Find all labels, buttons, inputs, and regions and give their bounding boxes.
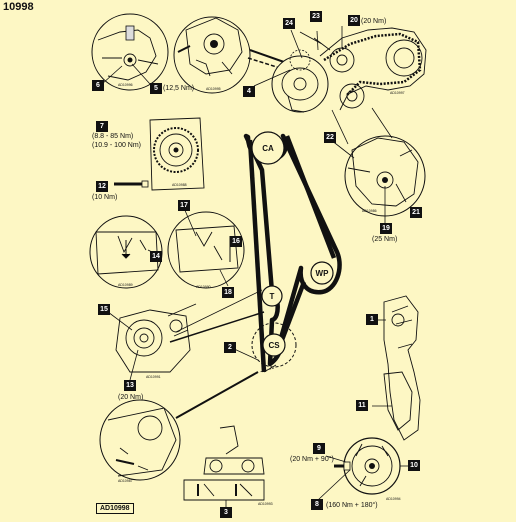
callout-14: 14 bbox=[150, 251, 162, 262]
callout-8: 8 bbox=[311, 499, 323, 510]
inset-crankshaft-area: AD10991 bbox=[115, 303, 197, 379]
spec-20: (20 Nm) bbox=[361, 18, 387, 25]
callout-22: 22 bbox=[324, 132, 336, 143]
timing-cover bbox=[383, 295, 421, 441]
crankshaft-label: CS bbox=[268, 341, 280, 350]
spec-12: (10 Nm) bbox=[92, 194, 118, 201]
inset-alignment-left: AD10989 bbox=[89, 215, 163, 289]
svg-text:AD10990: AD10990 bbox=[196, 285, 211, 289]
callout-18: 18 bbox=[222, 287, 234, 298]
callout-21: 21 bbox=[410, 207, 422, 218]
callout-23: 23 bbox=[310, 11, 322, 22]
tensioner-pulley: T bbox=[261, 285, 283, 307]
inset-locking-tool: AD10993 bbox=[183, 425, 273, 506]
spec-19: (25 Nm) bbox=[372, 236, 398, 243]
svg-text:AD10994: AD10994 bbox=[386, 497, 401, 501]
svg-text:AD10989: AD10989 bbox=[118, 283, 133, 287]
callout-2: 2 bbox=[224, 342, 236, 353]
inset-tensioner-bolt: AD10996 bbox=[91, 13, 169, 91]
camshaft-sprocket-inset: AD10988 bbox=[149, 117, 205, 191]
spec-8: (160 Nm + 180°) bbox=[326, 502, 378, 509]
callout-5: 5 bbox=[150, 83, 162, 94]
callout-7: 7 bbox=[96, 121, 108, 132]
callout-4: 4 bbox=[243, 86, 255, 97]
bolt-12 bbox=[114, 180, 149, 188]
svg-text:AD10993: AD10993 bbox=[258, 502, 273, 506]
camshaft-pulley: CA bbox=[251, 131, 285, 165]
svg-text:AD10986: AD10986 bbox=[362, 209, 377, 213]
water-pump-label: WP bbox=[316, 269, 330, 278]
engine-front-view: AD10997 bbox=[271, 27, 427, 113]
callout-17: 17 bbox=[178, 200, 190, 211]
callout-9: 9 bbox=[313, 443, 325, 454]
callout-13: 13 bbox=[124, 380, 136, 391]
crankshaft-pulley: CS bbox=[251, 322, 297, 373]
callout-6: 6 bbox=[92, 80, 104, 91]
svg-text:AD10988: AD10988 bbox=[172, 183, 187, 187]
svg-text:AD10987: AD10987 bbox=[118, 479, 133, 483]
callout-19: 19 bbox=[380, 223, 392, 234]
spec-13: (20 Nm) bbox=[118, 394, 144, 401]
inset-tensioner-assembly: AD10995 bbox=[173, 16, 251, 94]
inset-crank-sprocket: AD10987 bbox=[99, 399, 181, 483]
figure-id: AD10998 bbox=[96, 503, 134, 514]
camshaft-label: CA bbox=[262, 144, 274, 153]
water-pump-pulley: WP bbox=[310, 261, 334, 285]
callout-3: 3 bbox=[220, 507, 232, 518]
callout-10: 10 bbox=[408, 460, 420, 471]
main-timing-belt bbox=[243, 133, 342, 373]
svg-text:AD10997: AD10997 bbox=[390, 91, 405, 95]
callout-11: 11 bbox=[356, 400, 368, 411]
spec-5: (12,5 Nm) bbox=[163, 85, 195, 92]
document-id: 10998 bbox=[3, 1, 34, 13]
callout-12: 12 bbox=[96, 181, 108, 192]
leader-lines bbox=[101, 26, 407, 381]
spec-9: (20 Nm + 90°) bbox=[290, 456, 334, 463]
callout-16: 16 bbox=[230, 236, 242, 247]
spec-7: (8.8 - 85 Nm) (10.9 - 100 Nm) bbox=[92, 133, 142, 149]
inset-alignment-right: AD10990 bbox=[167, 211, 245, 289]
callout-24: 24 bbox=[283, 18, 295, 29]
svg-text:AD10991: AD10991 bbox=[146, 375, 161, 379]
callout-1: 1 bbox=[366, 314, 378, 325]
crank-pulley: AD10994 bbox=[343, 437, 401, 501]
pulley-bolt bbox=[317, 461, 351, 501]
svg-text:AD10996: AD10996 bbox=[118, 83, 133, 87]
tensioner-label: T bbox=[270, 292, 275, 301]
callout-15: 15 bbox=[98, 304, 110, 315]
callout-20: 20 bbox=[348, 15, 360, 26]
svg-text:AD10995: AD10995 bbox=[206, 87, 221, 91]
